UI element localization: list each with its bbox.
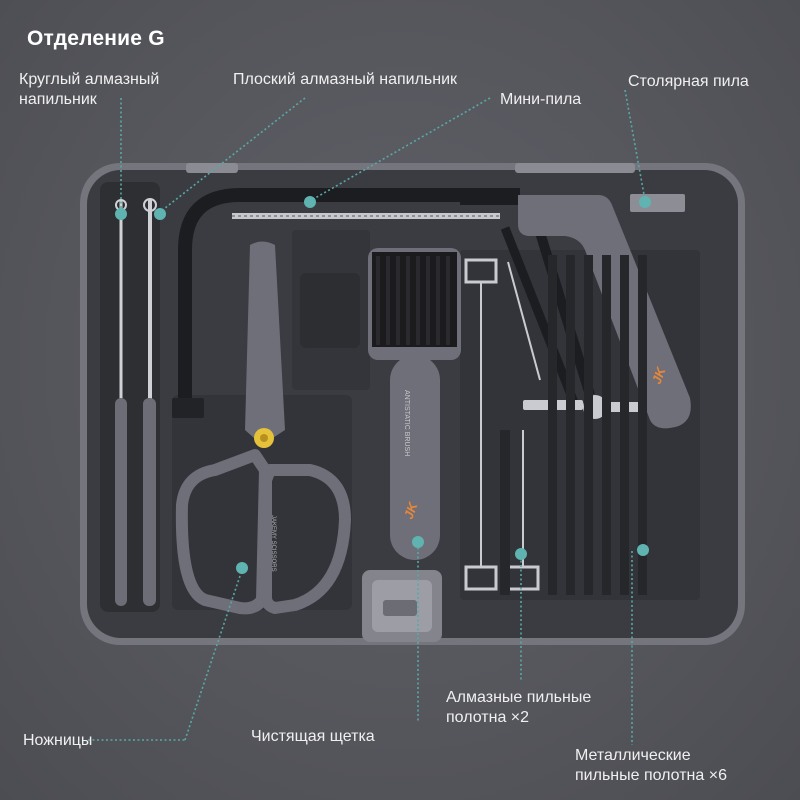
mini-saw-marker [304,196,316,208]
label-metal-blades: Металлические пильные полотна ×6 [575,747,727,784]
scissors: JAKEMY SCISSORS [175,241,351,615]
round-diamond-file [115,199,127,606]
diamond-blades-marker [515,548,527,560]
coping-saw-marker [639,196,651,208]
label-scissors: Ножницы [23,732,93,749]
case-clip [515,163,635,173]
brush-brand-mark: JK [401,499,421,521]
label-diamond-blades: Алмазные пильные полотна ×2 [446,689,592,726]
flat-diamond-file [143,198,157,606]
label-brush: Чистящая щетка [251,728,375,745]
brush-marker [412,536,424,548]
label-round-file: Круглый алмазный напильник [19,71,160,108]
scissors-marker [236,562,248,574]
saw-brand-mark: JK [649,364,669,386]
flat-file-marker [154,208,166,220]
metal-saw-blades [500,255,647,595]
section-title: Отделение G [27,27,165,50]
case-latch-slot [383,600,417,616]
case-clip [186,163,238,173]
label-flat-file: Плоский алмазный напильник [233,71,458,88]
label-mini-saw: Мини-пила [500,91,582,108]
round-file-marker [115,208,127,220]
label-coping-saw: Столярная пила [628,73,749,90]
scissors-imprint: JAKEMY SCISSORS [270,515,276,572]
metal-blades-marker [637,544,649,556]
cleaning-brush: ANTISTATIC BRUSH JK [368,248,461,560]
diamond-saw-blades [464,258,541,591]
callout-leaders [88,89,646,745]
small-parts-cup [300,273,360,348]
brush-imprint: ANTISTATIC BRUSH [403,390,410,456]
